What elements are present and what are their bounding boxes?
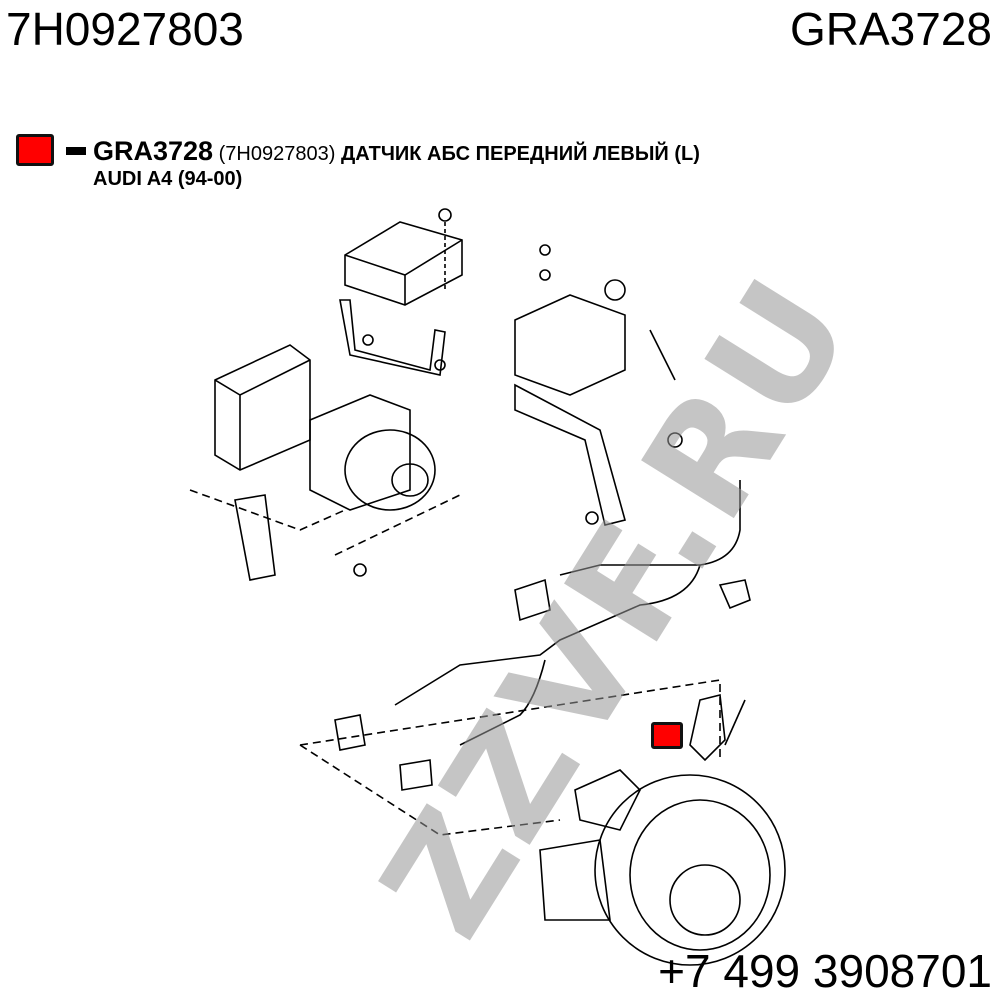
legend-original: (7H0927803)	[218, 143, 336, 165]
legend-marker	[16, 134, 54, 166]
abs-sensor-and-hub	[539, 694, 786, 966]
control-module	[339, 208, 463, 376]
legend-application: AUDI A4 (94-00)	[93, 168, 243, 190]
legend-title: GRA3728 (7H0927803) ДАТЧИК АБС ПЕРЕДНИЙ …	[93, 136, 700, 167]
phone-number: +7 499 3908701	[658, 945, 992, 997]
sensor-marker	[651, 722, 683, 749]
bracket	[514, 244, 683, 526]
abs-unit	[189, 344, 461, 581]
legend-description: ДАТЧИК АБС ПЕРЕДНИЙ ЛЕВЫЙ (L)	[340, 143, 700, 165]
legend-code: GRA3728	[93, 136, 214, 166]
part-code: GRA3728	[789, 3, 992, 55]
original-part-number: 7H0927803	[6, 3, 244, 55]
wiring-harness	[299, 480, 751, 836]
legend-dash	[66, 147, 86, 155]
